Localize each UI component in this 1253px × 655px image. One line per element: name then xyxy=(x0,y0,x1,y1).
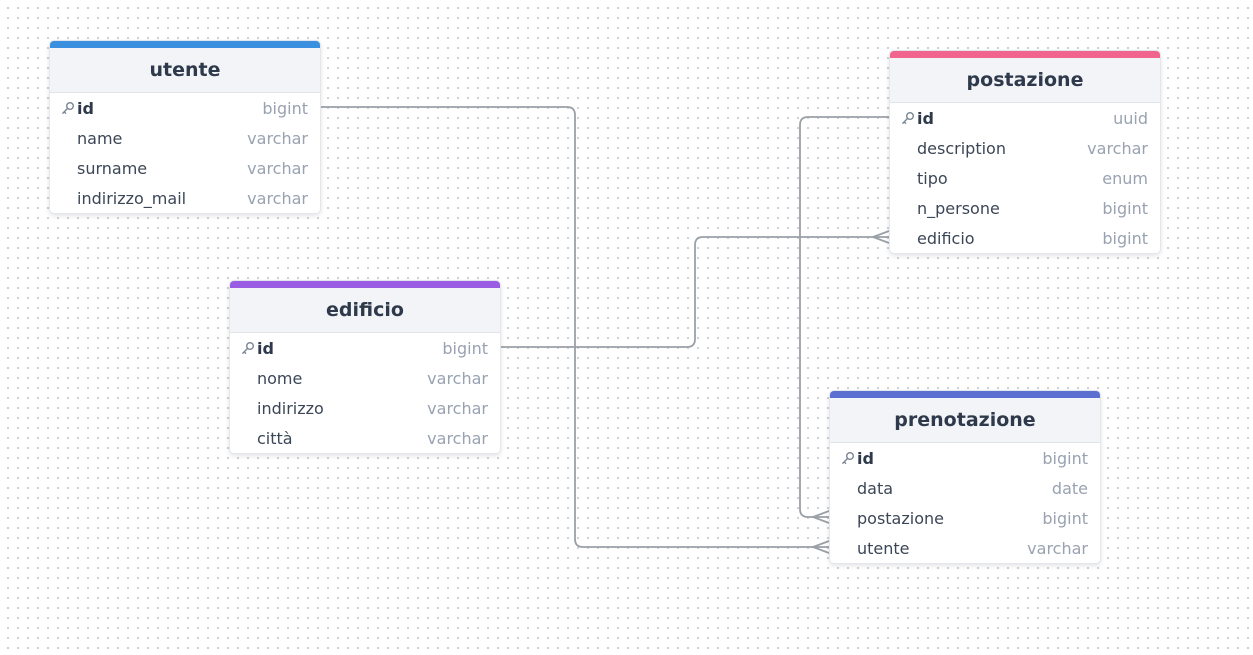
field-type: varchar xyxy=(1027,538,1088,558)
table-prenotazione[interactable]: prenotazione id bigint data date postazione bi… xyxy=(829,390,1101,564)
table-accent-bar xyxy=(230,281,500,288)
field-row-id[interactable]: id bigint xyxy=(50,93,320,123)
field-name: name xyxy=(77,128,123,148)
field-type: varchar xyxy=(1087,138,1148,158)
field-row-postazione[interactable]: postazione bigint xyxy=(830,503,1100,533)
field-type: varchar xyxy=(427,368,488,388)
field-name: n_persone xyxy=(917,198,1000,218)
field-row-id[interactable]: id bigint xyxy=(230,333,500,363)
relationship-line[interactable] xyxy=(501,236,889,348)
field-name: description xyxy=(917,138,1006,158)
field-name: id xyxy=(77,98,94,118)
field-type: uuid xyxy=(1113,108,1148,128)
table-title[interactable]: postazione xyxy=(890,58,1160,103)
field-type: bigint xyxy=(1102,228,1148,248)
field-type: enum xyxy=(1102,168,1148,188)
table-title[interactable]: edificio xyxy=(230,288,500,333)
field-row-n_persone[interactable]: n_persone bigint xyxy=(890,193,1160,223)
field-row-description[interactable]: description varchar xyxy=(890,133,1160,163)
primary-key-icon xyxy=(241,341,255,355)
field-name: data xyxy=(857,478,894,498)
field-name: postazione xyxy=(857,508,944,528)
field-name: edificio xyxy=(917,228,975,248)
field-row-edificio[interactable]: edificio bigint xyxy=(890,223,1160,253)
field-name: tipo xyxy=(917,168,948,188)
field-row-utente[interactable]: utente varchar xyxy=(830,533,1100,563)
crows-foot-marker xyxy=(870,230,890,244)
table-postazione[interactable]: postazione id uuid description varchar tipo en… xyxy=(889,50,1161,254)
primary-key-icon xyxy=(841,451,855,465)
field-row-id[interactable]: id uuid xyxy=(890,103,1160,133)
primary-key-icon xyxy=(61,101,75,115)
field-type: bigint xyxy=(442,338,488,358)
field-name: surname xyxy=(77,158,148,178)
field-name: id xyxy=(917,108,934,128)
field-name: indirizzo_mail xyxy=(77,188,187,208)
table-edificio[interactable]: edificio id bigint nome varchar indirizzo varc… xyxy=(229,280,501,454)
primary-key-icon xyxy=(901,111,915,125)
crows-foot-marker xyxy=(810,510,830,524)
crows-foot-marker xyxy=(810,540,830,554)
field-row-nome[interactable]: nome varchar xyxy=(230,363,500,393)
field-row-tipo[interactable]: tipo enum xyxy=(890,163,1160,193)
field-name: città xyxy=(257,428,293,448)
field-row-data[interactable]: data date xyxy=(830,473,1100,503)
field-type: varchar xyxy=(247,158,308,178)
table-accent-bar xyxy=(830,391,1100,398)
field-row-citt[interactable]: città varchar xyxy=(230,423,500,453)
field-name: id xyxy=(857,448,874,468)
field-type: varchar xyxy=(247,128,308,148)
table-accent-bar xyxy=(50,41,320,48)
field-type: varchar xyxy=(247,188,308,208)
field-type: date xyxy=(1051,478,1088,498)
field-name: id xyxy=(257,338,274,358)
field-row-indirizzo[interactable]: indirizzo varchar xyxy=(230,393,500,423)
field-type: bigint xyxy=(1102,198,1148,218)
field-type: bigint xyxy=(1042,508,1088,528)
field-name: indirizzo xyxy=(257,398,324,418)
field-type: varchar xyxy=(427,398,488,418)
table-title[interactable]: utente xyxy=(50,48,320,93)
table-title[interactable]: prenotazione xyxy=(830,398,1100,443)
table-accent-bar xyxy=(890,51,1160,58)
field-row-indirizzo_mail[interactable]: indirizzo_mail varchar xyxy=(50,183,320,213)
field-type: bigint xyxy=(262,98,308,118)
field-row-id[interactable]: id bigint xyxy=(830,443,1100,473)
field-type: varchar xyxy=(427,428,488,448)
field-name: utente xyxy=(857,538,910,558)
field-row-name[interactable]: name varchar xyxy=(50,123,320,153)
field-name: nome xyxy=(257,368,303,388)
field-type: bigint xyxy=(1042,448,1088,468)
field-row-surname[interactable]: surname varchar xyxy=(50,153,320,183)
